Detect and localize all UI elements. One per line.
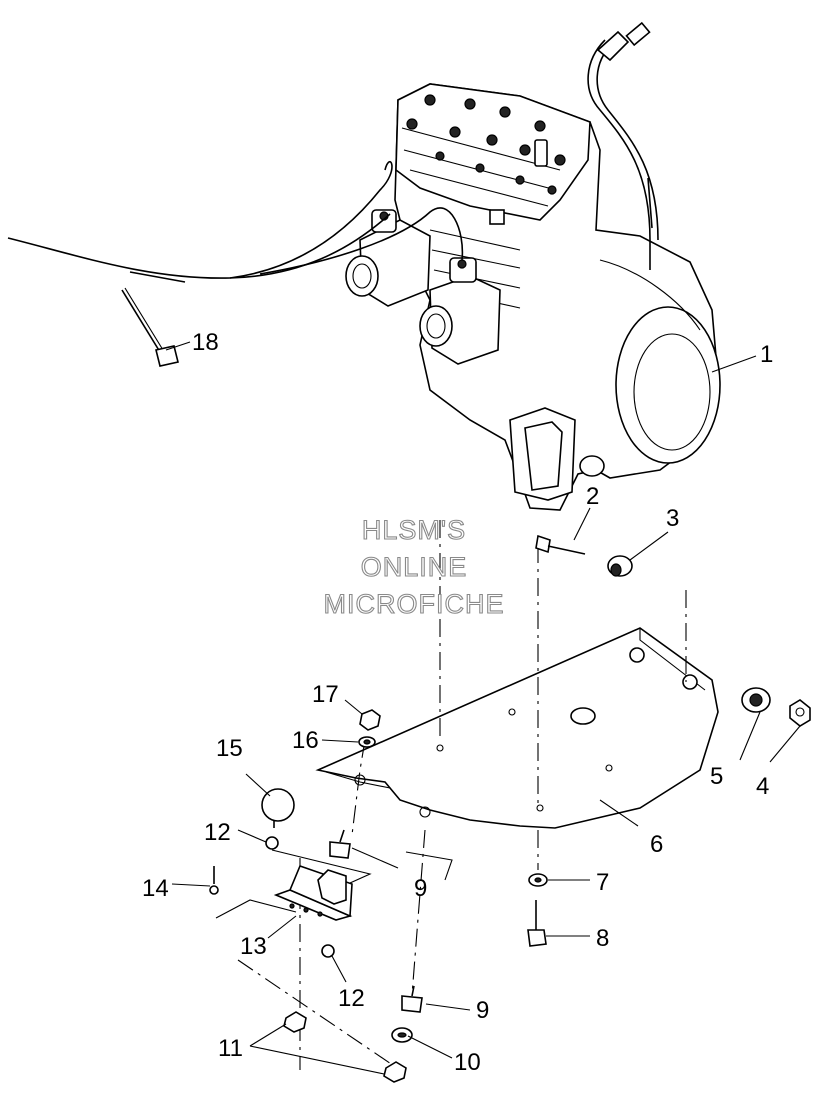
carburetor-upper [345, 209, 431, 307]
callout-14: 14 [142, 875, 169, 902]
watermark: HLSM'S ONLINE MICROFICHE [323, 514, 505, 619]
bracket-13 [273, 864, 353, 921]
callout-16: 16 [292, 727, 319, 754]
watermark-line-1: HLSM'S [362, 515, 466, 545]
callout-12-lower: 12 [338, 985, 365, 1012]
bumper-15 [261, 788, 295, 828]
spacer-3 [607, 555, 633, 577]
nut-4 [789, 699, 811, 727]
callout-5: 5 [710, 763, 723, 790]
callout-3: 3 [666, 505, 679, 532]
callout-1: 1 [760, 341, 773, 368]
nut-12-lower [321, 944, 335, 958]
callout-13: 13 [240, 933, 267, 960]
carburetor-lower [419, 257, 501, 365]
nut-12-upper [265, 836, 279, 850]
bolt-8 [527, 900, 547, 947]
watermark-line-2: ONLINE [361, 552, 468, 582]
throttle-cable [7, 161, 464, 283]
callout-2: 2 [586, 483, 599, 510]
callout-11: 11 [218, 1035, 243, 1062]
spark-plug-wire [587, 21, 659, 270]
callout-labels: 1 2 3 4 5 6 7 8 9 9 10 11 12 12 13 14 15… [142, 329, 773, 1076]
leader-lines [165, 341, 801, 1075]
callout-9-upper: 9 [414, 875, 427, 902]
washer-7 [528, 873, 548, 887]
bolt-2 [535, 534, 586, 555]
mount-9-upper [329, 829, 351, 859]
nut-11-left [283, 1011, 307, 1033]
callout-10: 10 [454, 1049, 481, 1076]
engine-mount-plate [315, 627, 719, 829]
assembly-centerlines [215, 520, 687, 1071]
callout-12-upper: 12 [204, 819, 231, 846]
mount-9-lower [401, 985, 423, 1013]
pin-14 [209, 866, 219, 895]
callout-6: 6 [650, 831, 663, 858]
mount-5 [741, 687, 771, 713]
callout-15: 15 [216, 735, 243, 762]
callout-18: 18 [192, 329, 219, 356]
washer-16 [358, 736, 376, 748]
nut-11-right [383, 1061, 407, 1083]
engine-assembly [345, 83, 721, 511]
callout-9-lower: 9 [476, 997, 489, 1024]
washer-10 [391, 1027, 413, 1043]
callout-7: 7 [596, 869, 609, 896]
bolt-18 [121, 287, 179, 367]
callout-4: 4 [756, 773, 769, 800]
head-bolts [406, 94, 566, 195]
callout-8: 8 [596, 925, 609, 952]
watermark-line-3: MICROFICHE [324, 589, 505, 619]
callout-17: 17 [312, 681, 339, 708]
nut-17 [359, 709, 381, 731]
